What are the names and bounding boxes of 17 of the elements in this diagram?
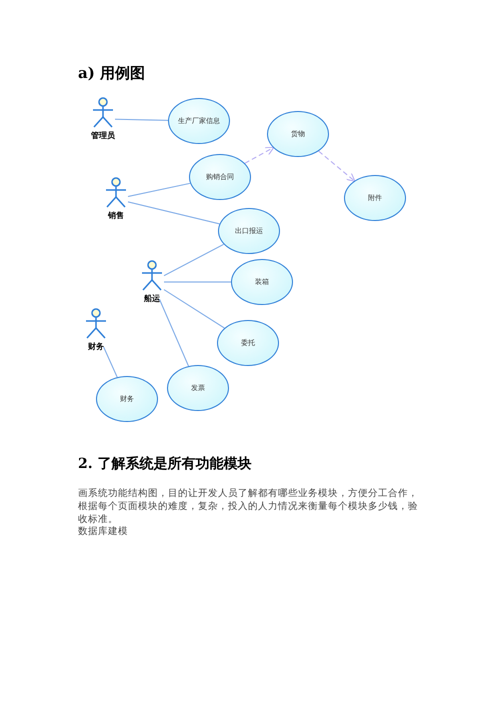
association-line	[128, 201, 220, 224]
association-line	[128, 182, 191, 197]
actor-label: 船运	[143, 293, 161, 304]
dependency-arrow	[318, 150, 356, 182]
actor-label: 管理员	[90, 130, 116, 141]
dependency-arrow	[244, 146, 274, 164]
actor-label: 销售	[106, 210, 125, 221]
section-heading: 2. 了解系统是所有功能模块	[78, 455, 252, 473]
association-line	[114, 118, 168, 121]
association-line	[158, 298, 189, 367]
body-paragraph: 数据库建模	[78, 525, 129, 538]
body-paragraph: 画系统功能结构图，目的让开发人员了解都有哪些业务模块，方便分工合作，根据每个页面模块的难度，复杂，投入的人力情况来衡量每个模块多少钱，验收标准。	[78, 487, 419, 526]
association-line	[164, 244, 224, 276]
diagram-title: a) 用例图	[78, 64, 146, 83]
actor-label: 财务	[87, 341, 105, 352]
association-line	[164, 289, 225, 329]
association-line	[103, 346, 118, 378]
